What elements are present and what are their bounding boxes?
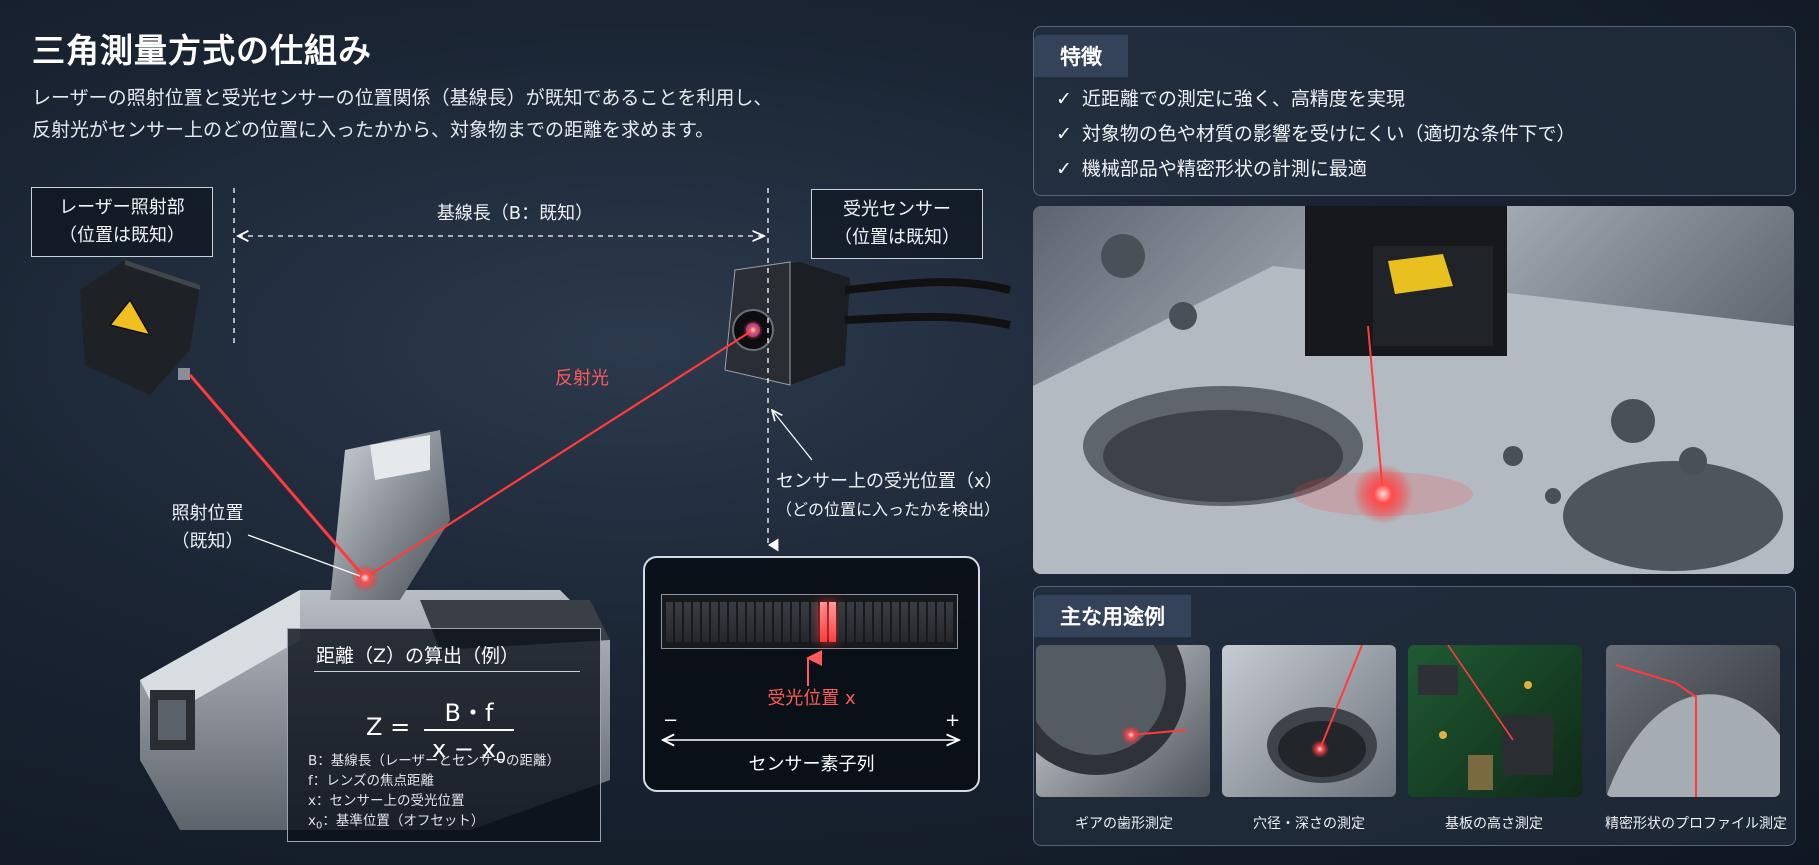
sensor-cell	[837, 601, 845, 642]
intro-line-2: 反射光がセンサー上のどの位置に入ったかから、対象物までの距離を求めます。	[32, 119, 715, 141]
applications-card: 主な用途例 ギアの歯形測定 穴径・深さの測定 基板の高さ測定	[1033, 586, 1796, 846]
application-caption: 精密形状のプロファイル測定	[1605, 816, 1787, 832]
laser-warning-icon	[108, 298, 152, 337]
application-caption: 穴径・深さの測定	[1253, 816, 1365, 832]
intro-line-1: レーザーの照射位置と受光センサーの位置関係（基線長）が既知であることを利用し、	[32, 87, 773, 109]
fraction-bar	[424, 729, 514, 731]
formula-box: 距離（Z）の算出（例） Z = B・f x − x0 B：基線長（レーザーとセン…	[287, 628, 601, 842]
sensor-cell	[756, 601, 764, 642]
irradiation-point	[351, 564, 379, 592]
sensor-cell	[666, 601, 674, 642]
features-tag: 特徴	[1034, 35, 1128, 77]
formula-divider	[314, 671, 580, 672]
sensor-cell	[738, 601, 746, 642]
sensor-cell	[810, 601, 818, 642]
feature-item: ✓機械部品や精密形状の計測に最適	[1056, 158, 1367, 180]
sensor-cell	[783, 601, 791, 642]
laser-unit-label: レーザー照射部 （位置は既知）	[31, 187, 213, 257]
sensor-cell	[720, 601, 728, 642]
sensor-cell	[927, 601, 935, 642]
plus-sign: +	[945, 710, 961, 731]
hole-icon	[1267, 645, 1377, 783]
intro-text: レーザーの照射位置と受光センサーの位置関係（基線長）が既知であることを利用し、 …	[32, 82, 772, 146]
sensor-cell	[792, 601, 800, 642]
profile-thumbnail	[1606, 645, 1780, 797]
sensor-unit-label: 受光センサー （位置は既知）	[811, 189, 983, 259]
reflected-beam	[364, 329, 754, 579]
feature-item: ✓近距離での測定に強く、高精度を実現	[1056, 88, 1405, 110]
baseline-label: 基線長（B：既知）	[436, 203, 594, 224]
sensor-cell-active	[828, 601, 836, 642]
distance-equation: Z = B・f x − x0	[366, 681, 566, 771]
profile-icon	[1606, 664, 1780, 797]
sensor-array-panel: 受光位置 x − + センサー素子列	[643, 556, 980, 792]
sensor-cell	[900, 601, 908, 642]
sensor-cell	[693, 601, 701, 642]
page-title: 三角測量方式の仕組み	[32, 31, 372, 70]
received-position-label: 受光位置 x	[767, 688, 856, 709]
sensor-cell	[765, 601, 773, 642]
laser-warning-label-icon	[1388, 254, 1453, 294]
sensor-cell	[936, 601, 944, 642]
sensor-cell	[801, 601, 809, 642]
irradiation-position-label: 照射位置 （既知）	[171, 503, 244, 552]
reflected-light-label: 反射光	[555, 368, 609, 389]
sensor-cell	[675, 601, 683, 642]
sensor-cell	[909, 601, 917, 642]
features-card: 特徴 ✓近距離での測定に強く、高精度を実現 ✓対象物の色や材質の影響を受けにくい…	[1033, 26, 1796, 196]
sensor-array-axis-label: センサー素子列	[748, 754, 875, 775]
formula-title: 距離（Z）の算出（例）	[316, 645, 520, 667]
sensor-cell	[684, 601, 692, 642]
circuit-board-icon	[1418, 645, 1553, 790]
sensor-cell	[747, 601, 755, 642]
sensor-cell	[882, 601, 890, 642]
applications-tag: 主な用途例	[1034, 595, 1191, 637]
variable-definitions: B：基線長（レーザーとセンサーの距離） f：レンズの焦点距離 x：センサー上の受…	[308, 753, 560, 832]
sensor-cell	[918, 601, 926, 642]
check-icon: ✓	[1056, 123, 1072, 145]
sensor-cell	[945, 601, 953, 642]
sensor-position-label: センサー上の受光位置（x） （どの位置に入ったかを検出）	[776, 471, 1003, 519]
check-icon: ✓	[1056, 88, 1072, 110]
minus-sign: −	[663, 710, 679, 731]
hero-measurement-photo	[1033, 206, 1794, 574]
hole-thumbnail	[1222, 645, 1396, 797]
sensor-cell	[846, 601, 854, 642]
application-caption: ギアの歯形測定	[1075, 816, 1173, 832]
sensor-cell	[891, 601, 899, 642]
sensor-cell-active	[819, 601, 827, 642]
features-list: ✓近距離での測定に強く、高精度を実現 ✓対象物の色や材質の影響を受けにくい（適切…	[1056, 82, 1576, 187]
feature-item: ✓対象物の色や材質の影響を受けにくい（適切な条件下で）	[1056, 123, 1576, 145]
sensor-cell	[702, 601, 710, 642]
application-caption: 基板の高さ測定	[1445, 816, 1543, 832]
circuit-board-thumbnail	[1408, 645, 1582, 797]
sensor-cell	[855, 601, 863, 642]
laser-beam	[188, 374, 367, 579]
check-icon: ✓	[1056, 158, 1072, 180]
sensor-cell	[774, 601, 782, 642]
sensor-element-array	[661, 594, 958, 649]
sensor-cell	[864, 601, 872, 642]
sensor-cell	[711, 601, 719, 642]
laser-head	[80, 260, 200, 395]
sensor-cell	[873, 601, 881, 642]
gear-thumbnail	[1036, 645, 1210, 797]
gear-icon	[1036, 645, 1187, 775]
sensor-cell	[729, 601, 737, 642]
